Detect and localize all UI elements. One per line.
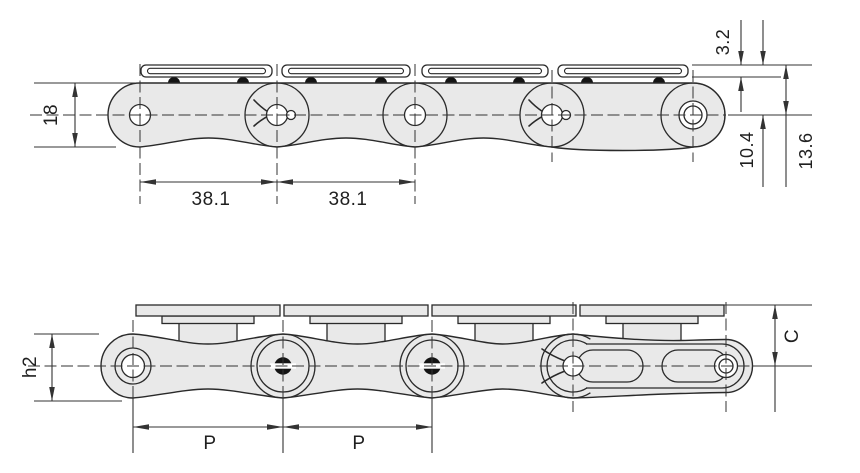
- pitch-label-1: 38.1: [192, 189, 231, 210]
- bottom-view: h2 P P C: [20, 302, 812, 454]
- dim-plate-height-c: C: [724, 304, 812, 412]
- center-to-plate-top-label: C: [782, 329, 803, 343]
- dim-pitch-bottom-view: P P: [132, 398, 433, 454]
- top-view: 18 38.1 38.1 3.2 10.4 13.6: [30, 20, 816, 210]
- center-lines-top-view: [30, 64, 726, 204]
- dim-plate-heights: 3.2 10.4 13.6: [692, 20, 816, 187]
- center-to-plate-top-label: 13.6: [796, 132, 816, 169]
- link-height-label: h2: [20, 356, 41, 378]
- plate-thickness-label: 3.2: [713, 29, 733, 56]
- dim-link-height-h2: h2: [20, 333, 122, 402]
- top-plates: [140, 64, 689, 78]
- top-plates: [135, 304, 725, 325]
- center-to-plate-bottom-label: 10.4: [737, 131, 757, 168]
- pitch-label-2: 38.1: [329, 189, 368, 210]
- pitch-label-1: P: [203, 433, 216, 454]
- pitch-label-2: P: [352, 433, 365, 454]
- center-lines-bottom-view: [28, 302, 750, 412]
